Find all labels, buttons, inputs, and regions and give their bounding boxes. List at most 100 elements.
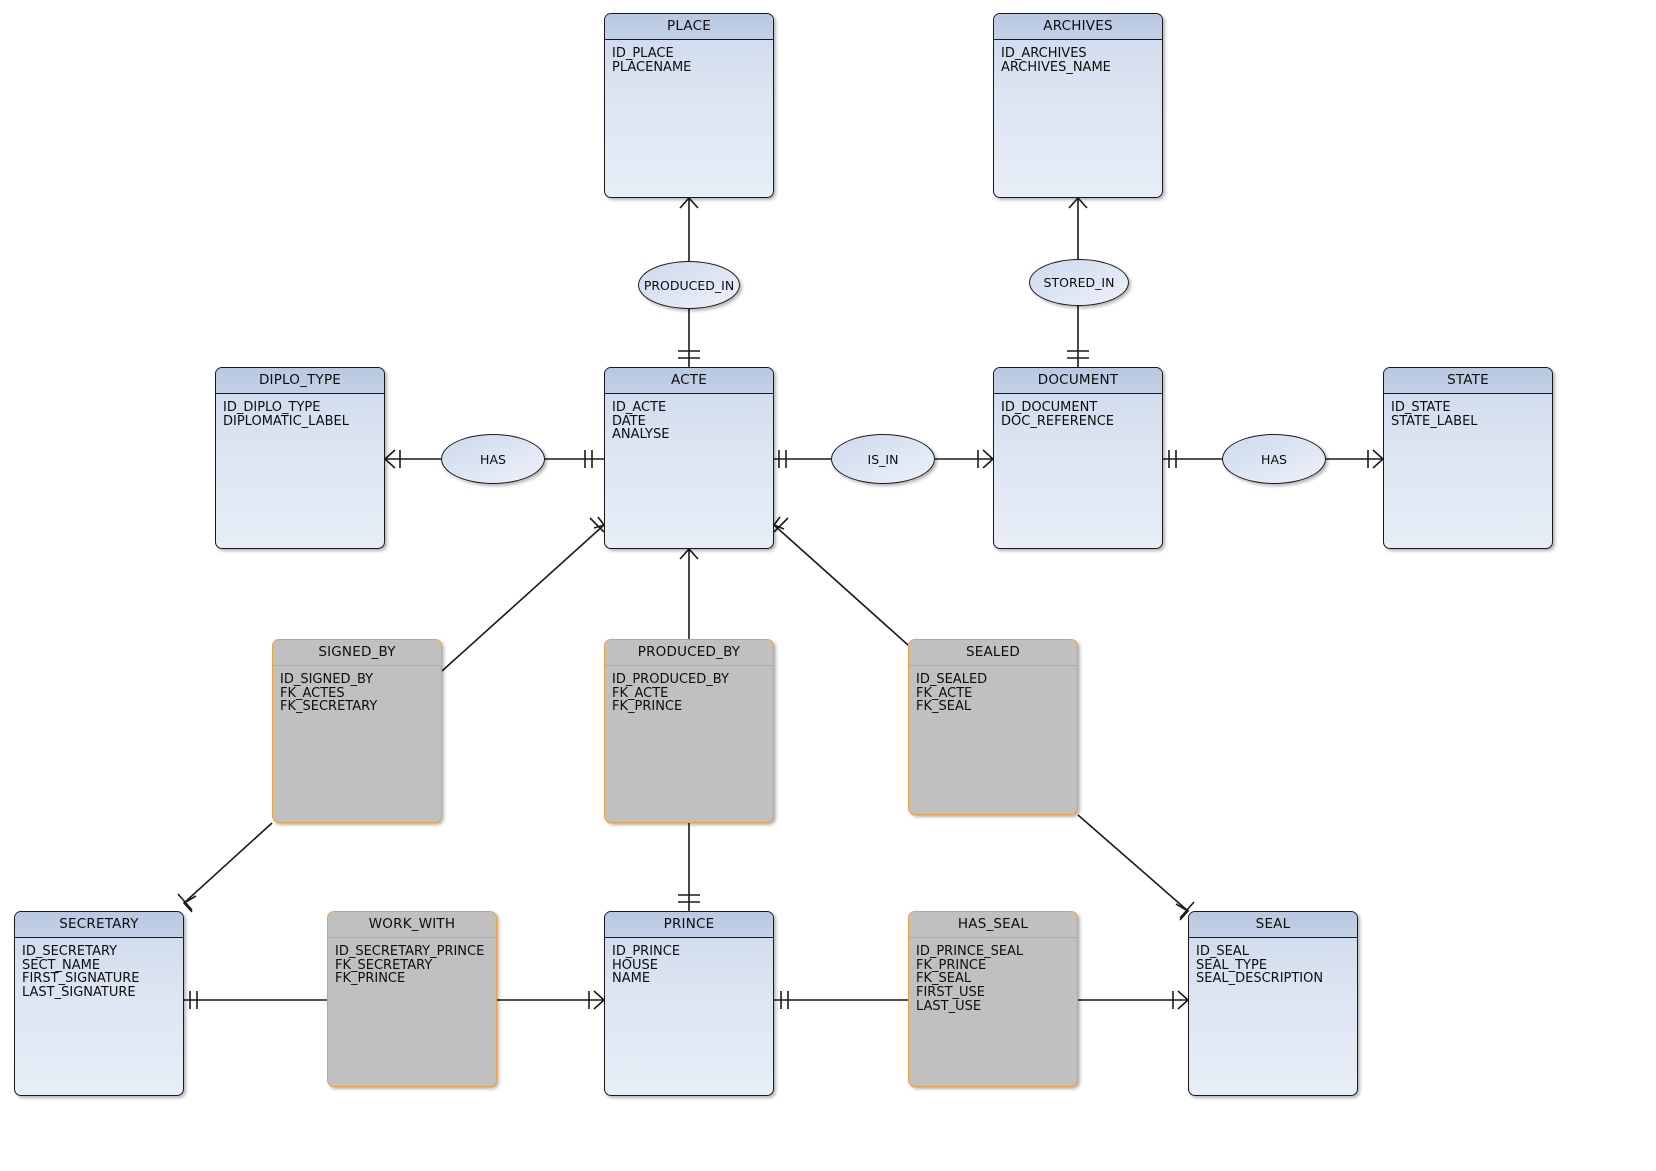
entity-attributes: ID_ACTE DATE ANALYSE bbox=[605, 394, 773, 446]
attribute: FK_SEAL bbox=[916, 699, 972, 715]
crowfoot-archives bbox=[1068, 196, 1088, 209]
attribute: ID_DOCUMENT bbox=[1001, 400, 1098, 415]
entity-attributes: ID_STATE STATE_LABEL bbox=[1384, 394, 1552, 432]
entity-title: PRINCE bbox=[605, 912, 773, 938]
entity-work-with[interactable]: WORK_WITH ID_SECRETARY_PRINCE FK_SECRETA… bbox=[327, 911, 497, 1087]
relationship-label: PRODUCED_IN bbox=[643, 277, 735, 293]
attribute: FK_ACTE bbox=[916, 685, 973, 701]
attribute: FK_PRINCE bbox=[916, 957, 987, 973]
entity-title: STATE bbox=[1384, 368, 1552, 394]
entity-attributes: ID_DOCUMENT DOC_REFERENCE bbox=[994, 394, 1162, 432]
link-signedby-secretary bbox=[183, 822, 273, 904]
entity-attributes: ID_SECRETARY SECT_NAME FIRST_SIGNATURE L… bbox=[15, 938, 183, 1004]
entity-title: ARCHIVES bbox=[994, 14, 1162, 40]
crowfoot-place bbox=[679, 196, 699, 209]
crowfoot-secretary-a bbox=[182, 895, 197, 913]
attribute: SECT_NAME bbox=[22, 957, 101, 973]
entity-sealed[interactable]: SEALED ID_SEALED FK_ACTE FK_SEAL bbox=[908, 639, 1078, 815]
relationship-label: HAS bbox=[1261, 451, 1287, 467]
attribute: ID_PRINCE bbox=[612, 944, 681, 959]
entity-produced-by[interactable]: PRODUCED_BY ID_PRODUCED_BY FK_ACTE FK_PR… bbox=[604, 639, 774, 823]
attribute: ID_SECRETARY bbox=[22, 944, 118, 959]
entity-secretary[interactable]: SECRETARY ID_SECRETARY SECT_NAME FIRST_S… bbox=[14, 911, 184, 1096]
attribute: FK_ACTES bbox=[280, 685, 345, 701]
relationship-is-in[interactable]: IS_IN bbox=[831, 434, 935, 484]
entity-title: SEALED bbox=[909, 640, 1077, 666]
attribute: ID_SECRETARY_PRINCE bbox=[335, 944, 485, 959]
entity-document[interactable]: DOCUMENT ID_DOCUMENT DOC_REFERENCE bbox=[993, 367, 1163, 549]
attribute: LAST_USE bbox=[916, 998, 982, 1014]
entity-prince[interactable]: PRINCE ID_PRINCE HOUSE NAME bbox=[604, 911, 774, 1096]
entity-attributes: ID_ARCHIVES ARCHIVES_NAME bbox=[994, 40, 1162, 78]
entity-title: PLACE bbox=[605, 14, 773, 40]
relationship-has-state[interactable]: HAS bbox=[1222, 434, 1326, 484]
crowfoot-seal-left bbox=[1177, 990, 1190, 1010]
attribute: ID_SIGNED_BY bbox=[280, 672, 374, 687]
attribute: ID_SEALED bbox=[916, 672, 988, 687]
crowfoot-acte-producedby bbox=[679, 547, 699, 560]
entity-attributes: ID_SEALED FK_ACTE FK_SEAL bbox=[909, 666, 1077, 718]
attribute: DATE bbox=[612, 413, 646, 429]
entity-place[interactable]: PLACE ID_PLACE PLACENAME bbox=[604, 13, 774, 198]
attribute: ID_DIPLO_TYPE bbox=[223, 400, 321, 415]
entity-acte[interactable]: ACTE ID_ACTE DATE ANALYSE bbox=[604, 367, 774, 549]
attribute: ID_ACTE bbox=[612, 400, 667, 415]
entity-seal[interactable]: SEAL ID_SEAL SEAL_TYPE SEAL_DESCRIPTION bbox=[1188, 911, 1358, 1096]
crowfoot-acte-sealed-b bbox=[773, 517, 789, 533]
attribute: SEAL_DESCRIPTION bbox=[1196, 971, 1324, 987]
entity-title: SECRETARY bbox=[15, 912, 183, 938]
attribute: FK_SECRETARY bbox=[335, 957, 433, 973]
attribute: FK_PRINCE bbox=[335, 971, 406, 987]
attribute: FK_ACTE bbox=[612, 685, 669, 701]
entity-attributes: ID_PRINCE_SEAL FK_PRINCE FK_SEAL FIRST_U… bbox=[909, 938, 1077, 1018]
attribute: LAST_SIGNATURE bbox=[22, 985, 136, 1001]
attribute: ID_SEAL bbox=[1196, 944, 1249, 959]
attribute: ID_PLACE bbox=[612, 46, 674, 61]
relationship-label: STORED_IN bbox=[1043, 275, 1115, 290]
entity-title: SIGNED_BY bbox=[273, 640, 441, 666]
relationship-label: IS_IN bbox=[867, 451, 899, 467]
entity-has-seal[interactable]: HAS_SEAL ID_PRINCE_SEAL FK_PRINCE FK_SEA… bbox=[908, 911, 1078, 1087]
entity-attributes: ID_PRINCE HOUSE NAME bbox=[605, 938, 773, 990]
attribute: FIRST_SIGNATURE bbox=[22, 971, 140, 987]
entity-title: WORK_WITH bbox=[328, 912, 496, 938]
link-sealed-seal bbox=[1077, 814, 1189, 912]
entity-signed-by[interactable]: SIGNED_BY ID_SIGNED_BY FK_ACTES FK_SECRE… bbox=[272, 639, 442, 823]
attribute: ID_STATE bbox=[1391, 400, 1451, 415]
attribute: DIPLOMATIC_LABEL bbox=[223, 413, 349, 429]
attribute: SEAL_TYPE bbox=[1196, 957, 1268, 973]
entity-archives[interactable]: ARCHIVES ID_ARCHIVES ARCHIVES_NAME bbox=[993, 13, 1163, 198]
attribute: STATE_LABEL bbox=[1391, 413, 1478, 429]
entity-attributes: ID_SEAL SEAL_TYPE SEAL_DESCRIPTION bbox=[1189, 938, 1357, 990]
entity-diplo-type[interactable]: DIPLO_TYPE ID_DIPLO_TYPE DIPLOMATIC_LABE… bbox=[215, 367, 385, 549]
entity-attributes: ID_SECRETARY_PRINCE FK_SECRETARY FK_PRIN… bbox=[328, 938, 496, 990]
link-acte-signedby bbox=[441, 524, 605, 672]
entity-title: ACTE bbox=[605, 368, 773, 394]
attribute: FK_SEAL bbox=[916, 971, 972, 987]
crowfoot-acte-sealed-a bbox=[772, 516, 785, 530]
attribute: ID_ARCHIVES bbox=[1001, 46, 1087, 61]
link-acte-sealed bbox=[773, 524, 909, 646]
entity-attributes: ID_DIPLO_TYPE DIPLOMATIC_LABEL bbox=[216, 394, 384, 432]
entity-title: HAS_SEAL bbox=[909, 912, 1077, 938]
entity-title: DIPLO_TYPE bbox=[216, 368, 384, 394]
relationship-stored-in[interactable]: STORED_IN bbox=[1029, 259, 1129, 306]
attribute: ARCHIVES_NAME bbox=[1001, 59, 1111, 75]
entity-attributes: ID_PLACE PLACENAME bbox=[605, 40, 773, 78]
entity-state[interactable]: STATE ID_STATE STATE_LABEL bbox=[1383, 367, 1553, 549]
entity-title: SEAL bbox=[1189, 912, 1357, 938]
crowfoot-acte-signedby-a bbox=[593, 516, 606, 529]
attribute: DOC_REFERENCE bbox=[1001, 413, 1115, 429]
attribute: ID_PRODUCED_BY bbox=[612, 672, 729, 687]
attribute: PLACENAME bbox=[612, 59, 692, 75]
attribute: ANALYSE bbox=[612, 427, 670, 443]
entity-attributes: ID_PRODUCED_BY FK_ACTE FK_PRINCE bbox=[605, 666, 773, 718]
entity-attributes: ID_SIGNED_BY FK_ACTES FK_SECRETARY bbox=[273, 666, 441, 718]
attribute: FK_SECRETARY bbox=[280, 699, 378, 715]
crowfoot-state bbox=[1372, 449, 1385, 469]
relationship-label: HAS bbox=[480, 451, 506, 467]
relationship-produced-in[interactable]: PRODUCED_IN bbox=[638, 261, 740, 309]
relationship-has-diplo-type[interactable]: HAS bbox=[441, 434, 545, 484]
